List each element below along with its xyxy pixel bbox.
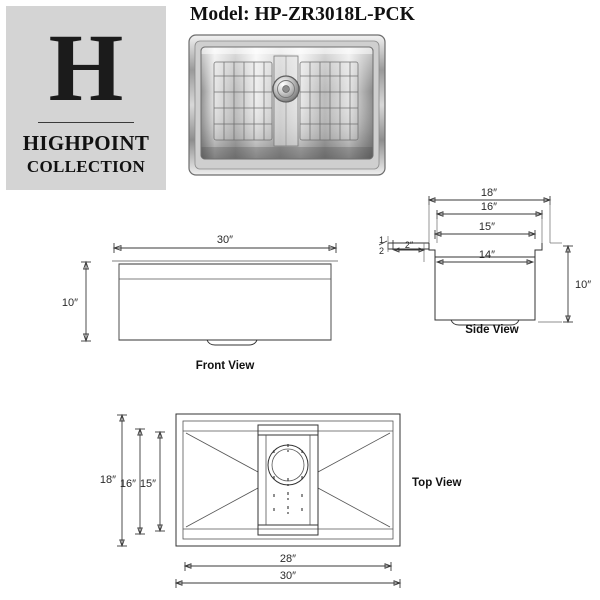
brand-monogram: H [48,14,124,121]
side-flange-dim-num: 1 [379,235,384,245]
top-depth-dim-16: 16″ [120,478,136,490]
side-view-drawing: 18″ 16″ 15″ 1 2 2″ [378,187,591,336]
side-dim-16: 16″ [481,201,497,213]
front-view-drawing: 30″ 10″ Front View [62,234,338,372]
top-view-drawing: 18″ 16″ 15″ 28″ 30″ Top View [100,413,461,588]
side-dim-18: 18″ [481,187,497,199]
side-dim-14: 14″ [479,249,495,261]
side-lip-dim: 2″ [405,240,414,250]
top-view-label: Top View [412,477,461,489]
side-flange-dim-den: 2 [379,246,384,256]
brand-divider [38,122,134,123]
product-photo [188,34,386,176]
front-width-dim: 30″ [217,234,233,246]
top-depth-dim-15: 15″ [140,478,156,490]
side-height-dim: 10″ [575,279,591,291]
top-depth-dim-18: 18″ [100,474,116,486]
brand-subtitle: COLLECTION [26,156,146,176]
page-title: Model: HP-ZR3018L-PCK [190,4,415,25]
brand-logo-block: H HIGHPOINT COLLECTION [6,6,166,190]
side-view-label: Side View [465,324,519,336]
top-width-dim-30: 30″ [280,570,296,582]
brand-name: HIGHPOINT [22,131,150,155]
front-height-dim: 10″ [62,297,78,309]
top-width-dim-28: 28″ [280,553,296,565]
front-view-label: Front View [196,360,255,372]
side-dim-15: 15″ [479,221,495,233]
